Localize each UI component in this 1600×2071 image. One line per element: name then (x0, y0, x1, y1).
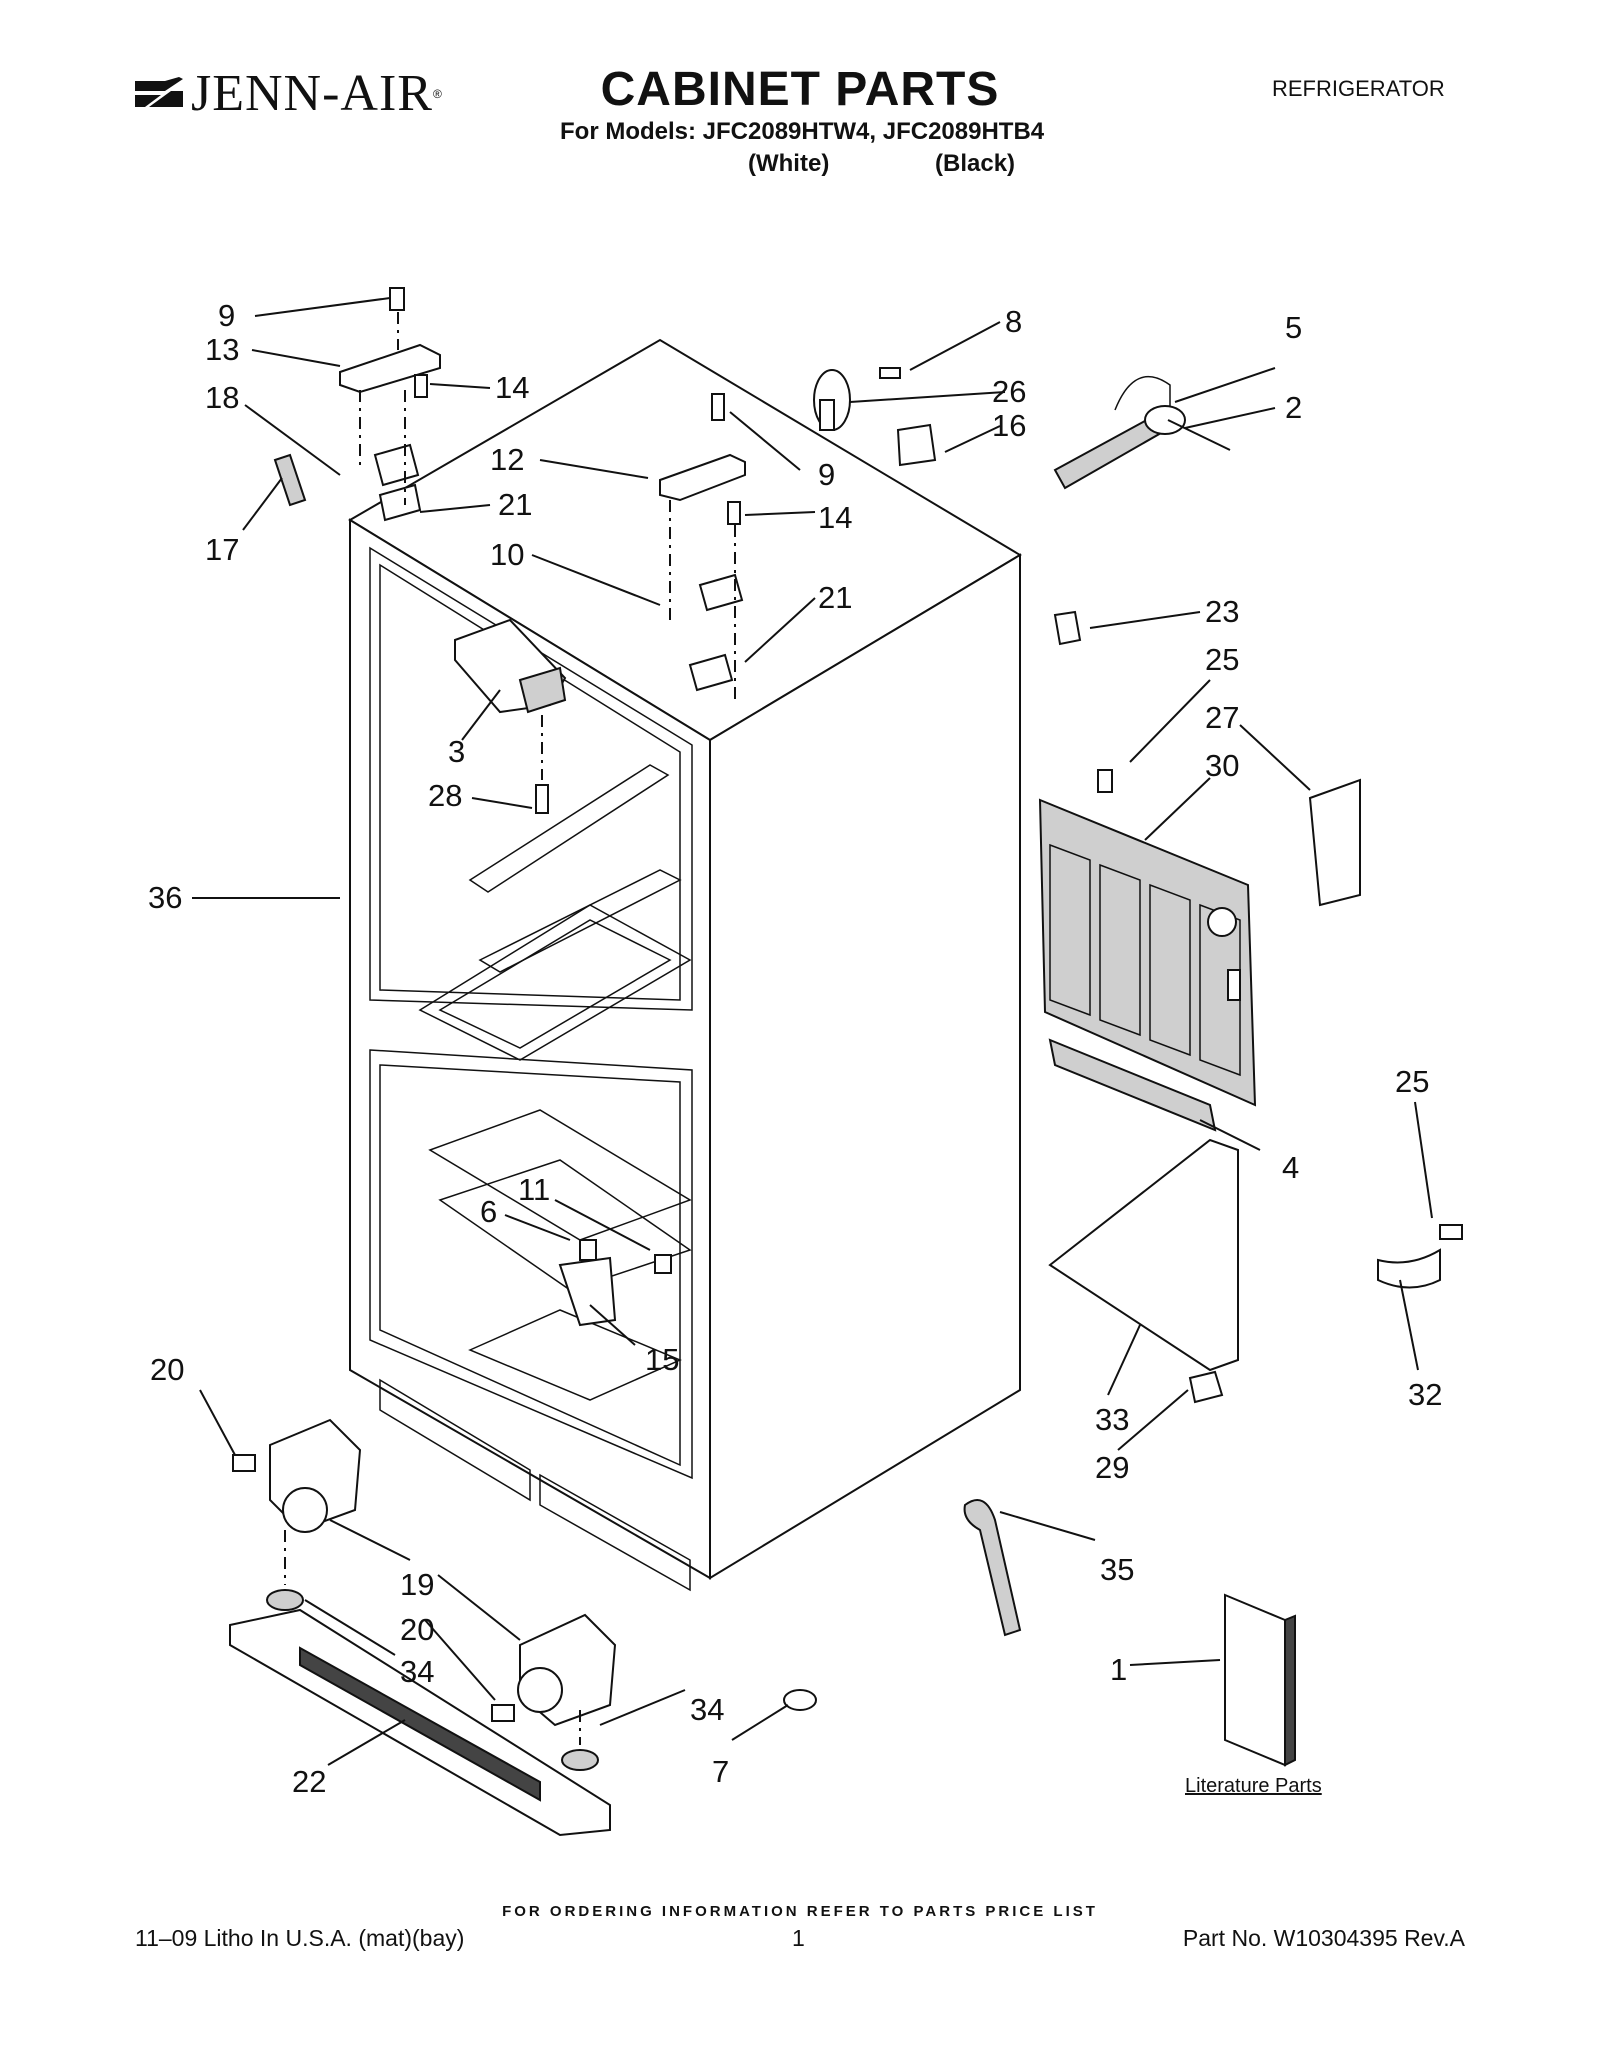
callout-21b: 21 (818, 580, 852, 615)
top-hinge-right (659, 393, 746, 705)
callout-20b: 20 (400, 1612, 434, 1647)
callout-35: 35 (1100, 1552, 1134, 1587)
brand-swoosh-icon (135, 77, 183, 107)
part-number: Part No. W10304395 Rev.A (1182, 1925, 1465, 1951)
literature-parts-label: Literature Parts (1185, 1775, 1322, 1797)
callout-36: 36 (148, 880, 182, 915)
callout-13: 13 (205, 332, 239, 367)
color-white-label: (White) (748, 150, 830, 177)
color-black-label: (Black) (935, 150, 1016, 177)
page-number: 1 (792, 1925, 805, 1951)
callout-numbers: 9 13 14 18 17 12 21 10 9 14 21 8 26 16 5… (148, 298, 1442, 1799)
callout-33: 33 (1095, 1402, 1129, 1437)
lower-center-brackets (558, 1239, 672, 1327)
callout-5: 5 (1285, 310, 1302, 345)
callout-9: 9 (218, 298, 235, 333)
literature-booklet-icon (1224, 1593, 1286, 1767)
brand-logo: JENN-AIR® (135, 68, 442, 120)
models-subtitle: For Models: JFC2089HTW4, JFC2089HTB4 (560, 118, 1045, 145)
callout-18: 18 (205, 380, 239, 415)
callout-7: 7 (712, 1754, 729, 1789)
roller-assembly-right (491, 1613, 617, 1771)
callout-6: 6 (480, 1194, 497, 1229)
top-hinge-left (273, 287, 441, 522)
callout-34: 34 (400, 1654, 434, 1689)
callout-3: 3 (448, 734, 465, 769)
callout-14: 14 (495, 370, 529, 405)
rear-access-panel (1038, 610, 1361, 1107)
callout-23: 23 (1205, 594, 1239, 629)
brand-name: JENN-AIR (191, 65, 433, 122)
callout-12: 12 (490, 442, 524, 477)
callout-25: 25 (1205, 642, 1239, 677)
callout-17: 17 (205, 532, 239, 567)
callout-1: 1 (1110, 1652, 1127, 1687)
callout-4: 4 (1282, 1150, 1299, 1185)
callout-19: 19 (400, 1567, 434, 1602)
callout-2: 2 (1285, 390, 1302, 425)
plug-icon (783, 1689, 817, 1711)
hinge-screw-icon (389, 287, 405, 311)
callout-34b: 34 (690, 1692, 724, 1727)
hinge-screw-icon (711, 393, 725, 421)
callout-20: 20 (150, 1352, 184, 1387)
callout-10: 10 (490, 537, 524, 572)
ordering-note: FOR ORDERING INFORMATION REFER TO PARTS … (502, 1903, 1098, 1920)
roller-assembly-left (232, 1418, 362, 1611)
appliance-category: REFRIGERATOR (1272, 76, 1445, 101)
page-title: CABINET PARTS (600, 63, 1000, 116)
callout-11: 11 (518, 1172, 550, 1207)
registered-mark: ® (432, 87, 442, 101)
door-closer-bracket (454, 618, 567, 814)
callout-26: 26 (992, 374, 1026, 409)
clip-bracket (1377, 1224, 1463, 1289)
callout-29: 29 (1095, 1450, 1129, 1485)
callout-8: 8 (1005, 304, 1022, 339)
base-grille (229, 1608, 611, 1837)
callout-25b: 25 (1395, 1064, 1429, 1099)
kick-plates (1048, 1038, 1239, 1404)
callout-32: 32 (1408, 1377, 1442, 1412)
leader-lines (192, 297, 1433, 1766)
callout-22: 22 (292, 1764, 326, 1799)
callout-30: 30 (1205, 748, 1239, 783)
callout-21: 21 (498, 487, 532, 522)
callout-27: 27 (1205, 700, 1239, 735)
callout-28: 28 (428, 778, 462, 813)
callout-15: 15 (645, 1342, 679, 1377)
callout-9b: 9 (818, 457, 835, 492)
top-right-parts (813, 367, 1231, 490)
callout-14b: 14 (818, 500, 852, 535)
cabinet-body (348, 338, 1022, 1592)
callout-16: 16 (992, 408, 1026, 443)
litho-info: 11–09 Litho In U.S.A. (mat)(bay) (135, 1925, 465, 1951)
wrench-icon (963, 1499, 1022, 1637)
